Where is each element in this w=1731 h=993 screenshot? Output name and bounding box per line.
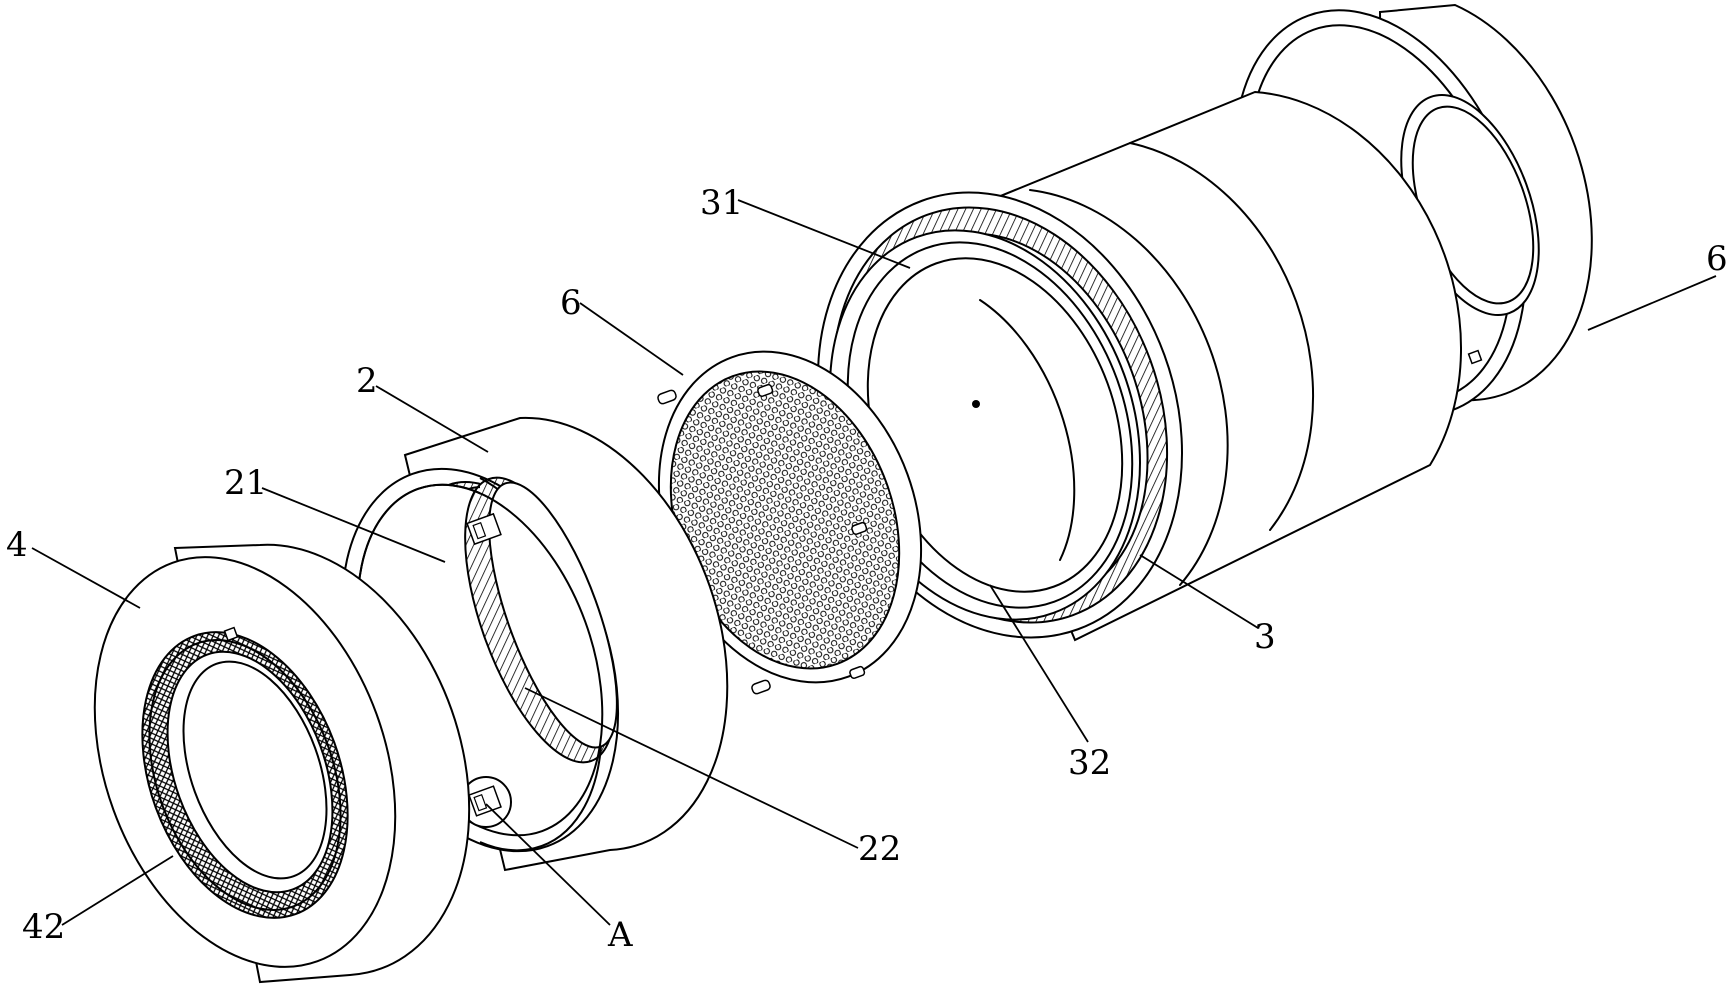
- front-end-cap: [93, 543, 471, 984]
- front-cap-marker-square: [223, 626, 239, 642]
- label-31: 31: [700, 183, 743, 223]
- label-3: 3: [1254, 617, 1276, 657]
- label-22: 22: [858, 829, 901, 869]
- label-42: 42: [22, 907, 65, 947]
- label-6-screen: 6: [560, 283, 582, 323]
- label-6-cap: 6: [1706, 239, 1728, 279]
- label-2: 2: [356, 361, 378, 401]
- label-21: 21: [224, 463, 267, 503]
- label-4: 4: [6, 525, 28, 565]
- housing-pin: [972, 400, 980, 408]
- ring-clip-top: [466, 512, 502, 546]
- label-A: A: [607, 915, 633, 955]
- reference-labels: 4 42 21 2 A 22 6 31 32 3 6: [6, 183, 1728, 955]
- filter-screen: [657, 350, 923, 695]
- label-32: 32: [1068, 743, 1111, 783]
- cap-marker-square: [1467, 349, 1483, 365]
- screen-studs: [657, 383, 868, 695]
- leader-lines: [31, 199, 1717, 926]
